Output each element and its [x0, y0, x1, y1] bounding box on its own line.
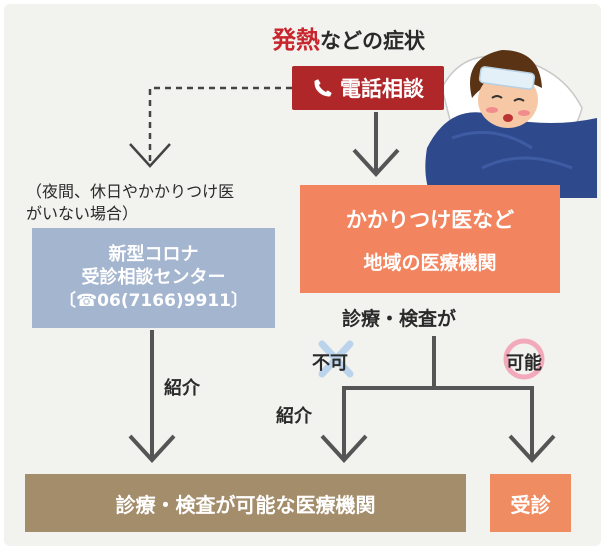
center-name-line-1: 新型コロナ: [108, 243, 199, 265]
family-doctor-label: かかりつけ医など: [345, 207, 515, 232]
not-possible-label: 不可: [312, 353, 348, 374]
circle-mark: [503, 338, 545, 380]
night-holiday-note: （夜間、休日やかかりつけ医 がいない場合）: [26, 181, 234, 225]
cross-mark: [318, 340, 354, 378]
phone-icon: [314, 79, 332, 97]
sick-patient-illustration: [425, 50, 597, 198]
designated-hospital-label: 診療・検査が可能な医療機関: [115, 492, 376, 517]
connector-lines: [128, 86, 556, 463]
referral-label-left: 紹介: [164, 378, 200, 399]
local-clinic-label: 地域の医療機関: [363, 251, 497, 274]
phone-to-clinic-arrowhead: [352, 148, 400, 177]
symptom-rest-label: などの症状: [320, 29, 425, 53]
symptom-title: 発熱などの症状: [272, 20, 425, 55]
corona-consultation-center-box: 新型コロナ 受診相談センター 〔☎06(7166)9911〕: [32, 228, 275, 328]
note-line-1: （夜間、休日やかかりつけ医: [26, 182, 235, 201]
flowchart-canvas: 発熱などの症状 電話相談 （夜間、休日やかかりつけ医 がいない場合） かかりつけ…: [4, 4, 601, 546]
visit-box: 受診: [490, 474, 571, 532]
fever-label: 発熱: [272, 26, 320, 54]
visit-label: 受診: [510, 492, 551, 517]
exam-availability-label: 診療・検査が: [342, 308, 457, 330]
family-doctor-box: かかりつけ医など 地域の医療機関: [300, 185, 560, 293]
referral-label-middle: 紹介: [276, 406, 312, 427]
phone-consultation-label: 電話相談: [340, 77, 424, 101]
center-phone-number: 〔☎06(7166)9911〕: [58, 290, 248, 311]
dashed-connector: [148, 86, 292, 162]
note-line-2: がいない場合）: [26, 204, 139, 223]
center-to-hospital-arrowhead: [128, 434, 176, 463]
center-name-line-2: 受診相談センター: [81, 267, 226, 289]
branch-right-arrowhead: [508, 434, 556, 463]
possible-label: 可能: [506, 353, 542, 374]
dashed-arrowhead: [129, 143, 171, 168]
designated-hospital-box: 診療・検査が可能な医療機関: [25, 474, 466, 532]
branch-left-arrowhead: [320, 434, 368, 463]
phone-consultation-box[interactable]: 電話相談: [292, 66, 444, 110]
